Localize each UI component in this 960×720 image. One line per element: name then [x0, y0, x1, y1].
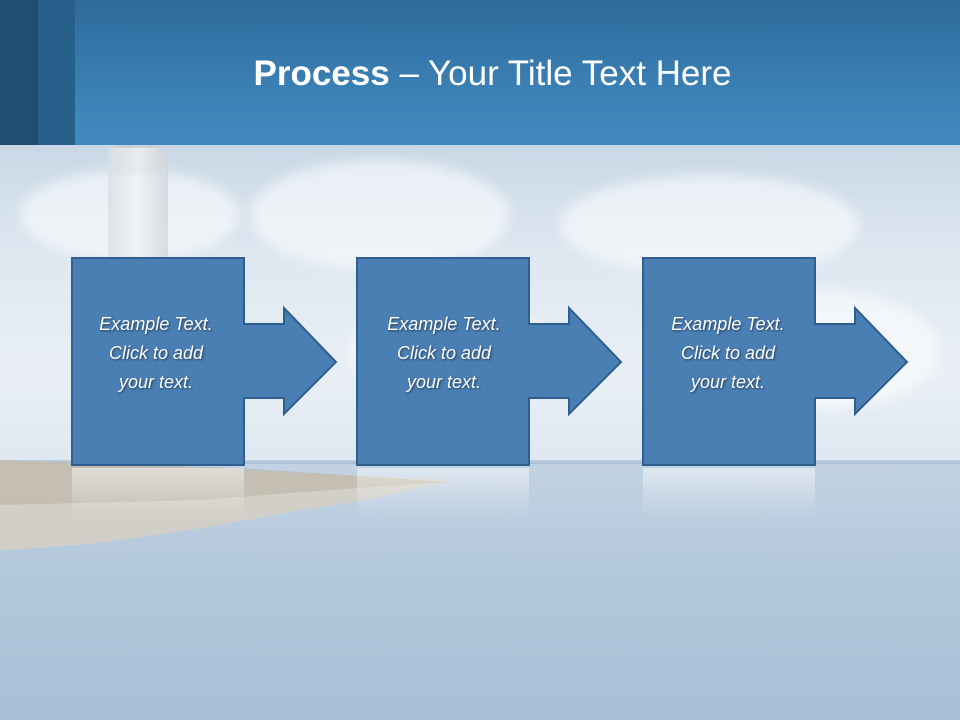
cloud — [250, 160, 510, 270]
title-rest: – Your Title Text Here — [389, 54, 732, 93]
process-step-1-text[interactable]: Example Text. Click to add your text. — [71, 310, 241, 397]
process-step-1-shape[interactable] — [70, 256, 342, 518]
lighthouse — [108, 148, 168, 258]
process-step-3-text[interactable]: Example Text. Click to add your text. — [643, 310, 813, 397]
step-line: Click to add — [396, 343, 492, 363]
step-line: Click to add — [108, 343, 204, 363]
step-line: your text. — [690, 372, 766, 392]
process-step-2-text[interactable]: Example Text. Click to add your text. — [359, 310, 529, 397]
title-bold: Process — [253, 54, 390, 93]
step-line: Click to add — [680, 343, 776, 363]
step-line: Example Text. — [99, 314, 213, 334]
step-line: Example Text. — [671, 314, 785, 334]
step-line: your text. — [118, 372, 194, 392]
step-line: your text. — [406, 372, 482, 392]
process-step-3-shape[interactable] — [641, 256, 913, 518]
header-bar: Process – Your Title Text Here — [0, 0, 960, 145]
header-accent — [38, 0, 75, 145]
slide-title[interactable]: Process – Your Title Text Here — [75, 52, 910, 96]
step-line: Example Text. — [387, 314, 501, 334]
header-accent-dark — [0, 0, 38, 145]
process-step-2-shape[interactable] — [355, 256, 627, 518]
